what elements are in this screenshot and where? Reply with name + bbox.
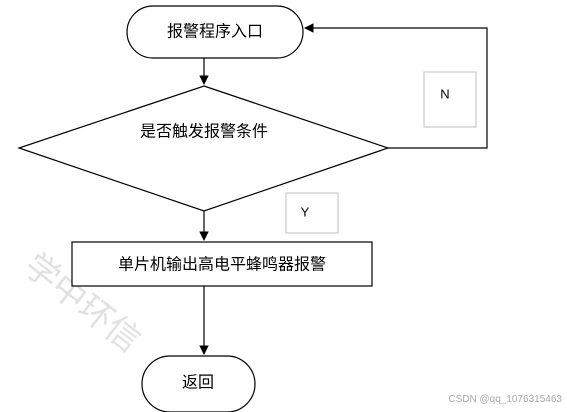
process-node-shape	[71, 241, 373, 287]
connectors	[199, 23, 488, 355]
branch-label-yes-text: Y	[301, 204, 310, 219]
start-node-shape	[126, 5, 304, 59]
branch-label-no-box	[423, 71, 477, 128]
branch-label-yes: Y	[285, 192, 339, 234]
end-node: 返回	[141, 355, 256, 412]
process-node-label: 单片机输出高电平蜂鸣器报警	[118, 255, 326, 274]
csdn-credit: CSDN @qq_1076315463	[448, 394, 562, 405]
start-node-label: 报警程序入口	[167, 22, 263, 41]
end-node-shape	[141, 355, 256, 412]
start-node: 报警程序入口	[126, 5, 304, 59]
end-node-label: 返回	[182, 373, 214, 392]
decision-node-label: 是否触发报警条件	[140, 122, 268, 141]
branch-label-no-text: N	[440, 86, 449, 101]
branch-label-yes-box	[285, 192, 339, 234]
edge-decision-no-loop	[304, 23, 488, 149]
decision-node: 是否触发报警条件	[17, 85, 390, 212]
decision-node-shape	[17, 85, 390, 212]
branch-label-no: N	[423, 71, 477, 128]
process-node: 单片机输出高电平蜂鸣器报警	[71, 241, 373, 287]
